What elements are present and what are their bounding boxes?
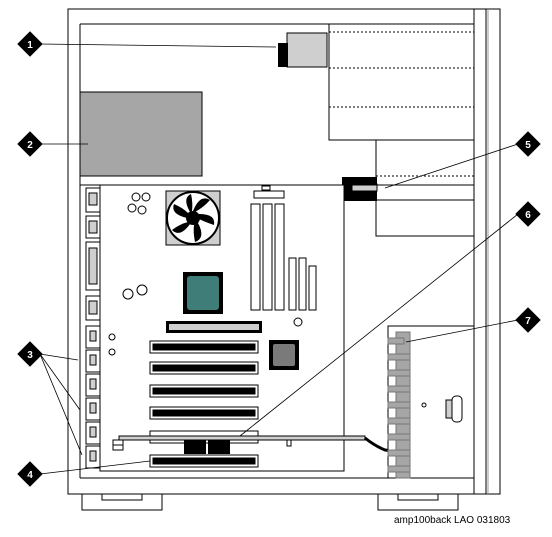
callout-7-label: 7 (525, 316, 531, 327)
callout-2: 2 (17, 131, 43, 157)
callout-4-label: 4 (27, 470, 33, 481)
heat-sink (387, 325, 475, 479)
rear-io-ports (85, 187, 101, 321)
callout-1-label: 1 (27, 40, 33, 51)
drive-connector (342, 177, 378, 201)
callout-5: 5 (515, 131, 541, 157)
figure-caption: amp100back LAO 031803 (394, 515, 511, 526)
ribbon-cable (118, 435, 403, 454)
callout-1: 1 (17, 31, 43, 57)
leader-lines (39, 43, 519, 475)
callout-6-label: 6 (525, 210, 531, 221)
callout-2-label: 2 (27, 140, 33, 151)
callout-5-label: 5 (525, 140, 531, 151)
callout-4: 4 (17, 461, 43, 487)
top-module (278, 32, 328, 68)
callout-3-label: 3 (27, 350, 33, 361)
chassis-outer (67, 8, 501, 495)
power-supply (79, 91, 203, 177)
callout-6: 6 (515, 201, 541, 227)
expansion-brackets (85, 325, 101, 469)
memory-slots (250, 203, 317, 311)
capacitors (108, 192, 303, 356)
drive-bays (328, 24, 474, 237)
chassis-feet (81, 493, 459, 511)
cpu-fan (165, 190, 221, 246)
callout-7: 7 (515, 307, 541, 333)
callout-3: 3 (17, 341, 43, 367)
